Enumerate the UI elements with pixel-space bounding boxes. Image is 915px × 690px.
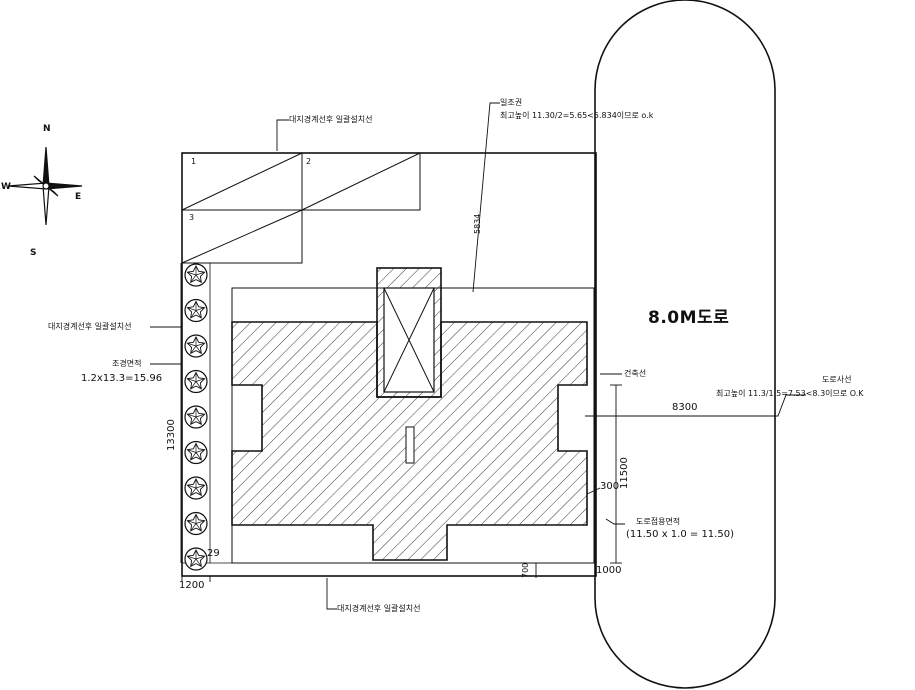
compass-north: N	[43, 124, 51, 134]
road-area-title: 도로점용면적	[636, 517, 681, 526]
road-area-formula: (11.50 x 1.0 = 11.50)	[626, 529, 734, 540]
dim-700: 700	[521, 562, 530, 578]
landscape-title: 조경면적	[112, 359, 142, 368]
road-oblique-formula: 최고높이 11.3/1.5=7.53<8.3이므로 O.K	[716, 389, 864, 398]
parking-number-3: 3	[189, 213, 195, 222]
dim-13300: 13300	[166, 419, 177, 451]
tree-icon	[184, 263, 208, 287]
compass-rose	[7, 146, 83, 226]
landscape-formula: 1.2x13.3=15.96	[81, 373, 163, 384]
tree-icon	[184, 476, 208, 500]
tree-icon	[184, 298, 208, 323]
tree-icon	[184, 547, 208, 571]
tree-icon	[184, 440, 208, 465]
bottom-boundary-note: 대지경계선후 일괄설치선	[337, 604, 421, 613]
dim-5834: 5834	[473, 213, 482, 234]
parking-area	[181, 152, 421, 264]
dim-8300: 8300	[672, 402, 698, 413]
tree-icon	[184, 334, 208, 358]
tree-icon	[184, 369, 208, 394]
compass-east: E	[75, 192, 82, 202]
sunlight-title: 일조권	[500, 98, 523, 107]
top-boundary-note: 대지경계선후 일괄설치선	[289, 115, 373, 124]
dim-1000: 1000	[596, 565, 622, 576]
left-boundary-note: 대지경계선후 일괄설치선	[48, 322, 132, 331]
parking-number-2: 2	[306, 157, 312, 166]
road-oblique-title: 도로사선	[822, 375, 852, 384]
dim-300: 300	[600, 481, 620, 492]
tree-icon	[184, 405, 208, 429]
dim-29: 29	[207, 548, 220, 559]
parking-number-1: 1	[191, 157, 197, 166]
sunlight-formula: 최고높이 11.30/2=5.65<5.834이므로 o.k	[500, 111, 654, 120]
stair-core	[376, 267, 442, 398]
light-well	[405, 426, 415, 464]
road-outline	[594, 0, 776, 689]
road-label: 8.0M도로	[648, 308, 730, 328]
building-line-label: 건축선	[624, 369, 647, 378]
dim-1200: 1200	[179, 580, 205, 591]
tree-row	[184, 263, 208, 571]
tree-icon	[184, 511, 208, 536]
compass-south: S	[30, 248, 37, 258]
compass-west: W	[1, 182, 11, 192]
dim-11500: 11500	[619, 457, 630, 489]
